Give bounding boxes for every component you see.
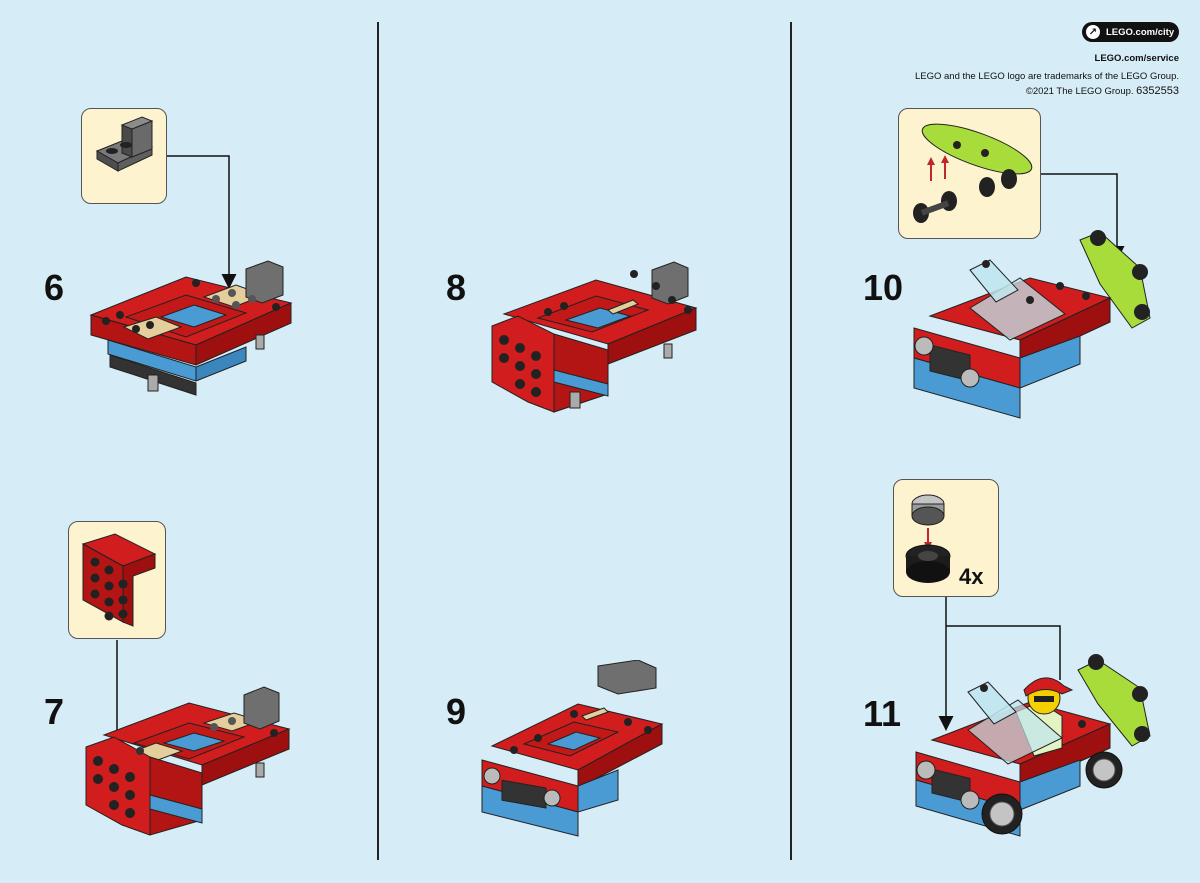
skateboard-icon [913,123,1033,223]
trademark-text: LEGO and the LEGO logo are trademarks of… [914,71,1179,82]
wheel-quantity: 4x [959,564,984,589]
car-assembly-step-11 [915,654,1151,837]
column-divider-right [790,22,792,860]
step-11-callout: 4x [893,479,999,597]
gray-bracket-icon [95,116,154,172]
step-7-number: 7 [44,691,65,732]
step-6-callout [81,108,167,204]
car-body-step-8 [491,261,698,413]
car-body-step-9 [481,660,664,837]
step-6-model [86,255,296,400]
set-code: 6352553 [1136,85,1179,97]
lego-city-link[interactable]: ↗ LEGO.com/city [1082,22,1179,42]
step-7-model [84,685,294,840]
lego-city-url: LEGO.com/city [1106,26,1175,38]
lego-service-url[interactable]: LEGO.com/service [1094,53,1179,64]
car-body-step-7 [85,686,291,836]
external-link-arrow-icon: ↗ [1086,25,1100,39]
wheel-tire-icon [905,494,951,583]
red-bracket-icon [81,533,157,627]
car-body-step-6 [89,260,293,396]
column-divider-left [377,22,379,860]
step-6-number: 6 [44,267,65,308]
legal-notice: LEGO and the LEGO logo are trademarks of… [915,70,1179,99]
step-11-number: 11 [863,693,902,734]
step-8-number: 8 [446,267,467,308]
car-assembly-step-10 [913,230,1151,419]
copyright-text: ©2021 The LEGO Group. [1025,86,1134,97]
step-11-model [912,648,1162,843]
step-10-number: 10 [863,267,904,308]
step-8-model [488,260,703,420]
step-9-model [478,660,678,840]
step-10-model [910,228,1160,423]
step-9-number: 9 [446,691,467,732]
step-7-callout [68,521,166,639]
step-10-callout [898,108,1041,239]
